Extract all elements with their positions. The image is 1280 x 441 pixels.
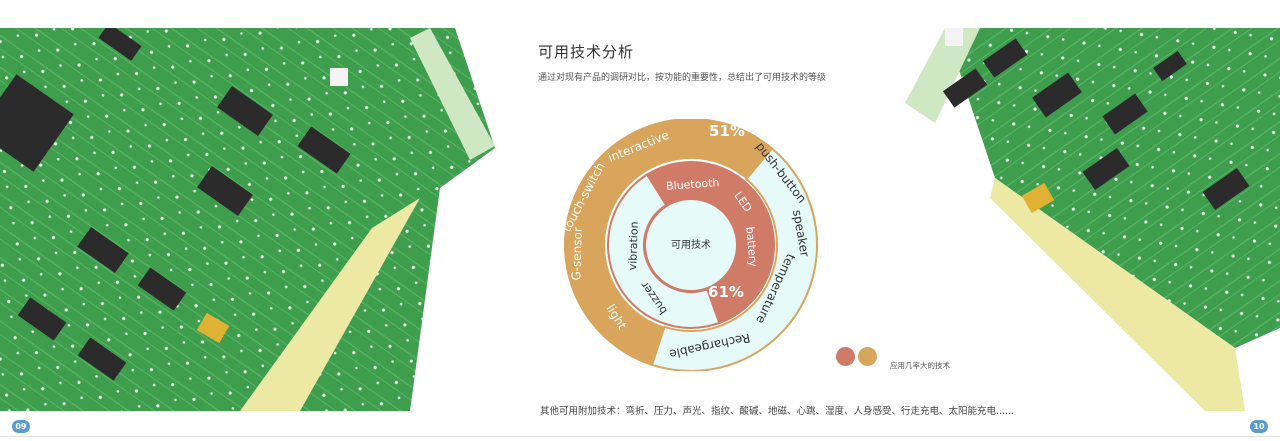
pcb-chip bbox=[942, 68, 988, 108]
pcb-chip bbox=[217, 86, 273, 136]
page-title: 可用技术分析 bbox=[538, 43, 635, 61]
page-number-right: 10 bbox=[1250, 420, 1268, 433]
pcb-chip bbox=[982, 38, 1028, 78]
pcb-chip bbox=[0, 74, 74, 172]
inner-label-battery: battery bbox=[743, 226, 759, 268]
footer-note: 其他可用附加技术：弯折、压力、声光、指纹、酸碱、地磁、心跳、湿度、人身感受、行走… bbox=[540, 406, 1015, 417]
outer-label-g-sensor: G-sensor bbox=[569, 227, 585, 281]
page-number-left: 09 bbox=[12, 420, 30, 433]
legend bbox=[836, 347, 880, 366]
pcb-chip bbox=[17, 297, 67, 341]
pcb-chip bbox=[1082, 147, 1130, 191]
inner-percent: 61% bbox=[708, 283, 744, 301]
center-label: 可用技术 bbox=[671, 238, 711, 251]
pcb-chip bbox=[330, 68, 348, 86]
inner-ring-salmon bbox=[646, 160, 776, 324]
pcb-chip bbox=[1021, 182, 1055, 214]
pcb-photo-left bbox=[0, 28, 495, 411]
pcb-chip bbox=[137, 267, 187, 311]
pcb-photo-right bbox=[905, 28, 1280, 411]
outer-ring-cyan bbox=[650, 147, 818, 371]
pcb-chip bbox=[197, 166, 253, 216]
pcb-chip bbox=[297, 126, 351, 174]
inner-label-bluetooth: Bluetooth bbox=[666, 176, 720, 193]
bottom-divider bbox=[0, 436, 1280, 437]
pcb-chip bbox=[1032, 72, 1082, 118]
inner-label-vibration: vibration bbox=[626, 221, 641, 270]
outer-percent: 51% bbox=[709, 122, 745, 140]
pcb-chip bbox=[98, 28, 142, 61]
legend-label: 应用几率大的技术 bbox=[890, 361, 950, 370]
pcb-chip bbox=[77, 337, 127, 381]
pcb-chip bbox=[1202, 167, 1250, 211]
center-circle bbox=[644, 198, 738, 292]
technology-wheel: 可用技术 interactive touch-switch G-sensor l… bbox=[553, 119, 829, 371]
pcb-chip bbox=[1102, 93, 1148, 135]
pcb-chip bbox=[945, 28, 963, 46]
legend-dot-gold bbox=[858, 347, 877, 366]
legend-dot-salmon bbox=[836, 347, 855, 366]
pcb-chip bbox=[77, 226, 129, 274]
outer-ring-gold bbox=[564, 119, 773, 366]
pcb-chip bbox=[1153, 50, 1187, 82]
page-subtitle: 通过对现有产品的调研对比，按功能的重要性，总结出了可用技术的等级 bbox=[538, 73, 827, 83]
pcb-chip bbox=[196, 312, 230, 344]
